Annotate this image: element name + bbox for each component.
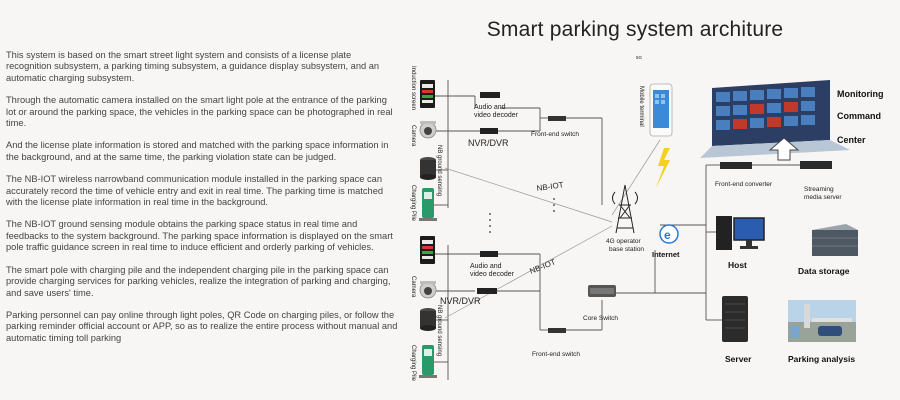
5g-label: 5G bbox=[636, 55, 643, 60]
front-end-switch-label: Front-end switch bbox=[532, 351, 580, 358]
streaming-server-label-line2: media server bbox=[804, 194, 842, 201]
core-switch-icon bbox=[588, 285, 616, 297]
charging-pile-label: Charging Pile bbox=[410, 185, 416, 222]
nvr-label: NVR/DVR bbox=[440, 296, 481, 306]
arrow-up-icon bbox=[768, 137, 800, 161]
paragraph: Parking personnel can pay online through… bbox=[6, 309, 398, 343]
induction-screen-label: Induction screen bbox=[410, 66, 416, 110]
core-switch-label: Core Switch bbox=[583, 315, 618, 322]
connection-lines bbox=[432, 80, 800, 380]
switch-device-icon bbox=[548, 328, 566, 333]
diagram-title: Smart parking system architure bbox=[486, 18, 784, 41]
mobile-terminal-label: Mobile terminal bbox=[638, 86, 644, 127]
cell-tower-icon bbox=[612, 184, 638, 234]
ellipsis-dots bbox=[489, 198, 555, 233]
charging-pile-icon bbox=[419, 188, 437, 221]
nb-iot-label: NB-IOT bbox=[528, 257, 557, 276]
camera-label: Camera bbox=[410, 125, 416, 147]
desktop-computer-icon bbox=[716, 216, 765, 250]
paragraph: The NB-IOT wireless narrowband communica… bbox=[6, 174, 384, 208]
induction-screen-device bbox=[420, 236, 435, 264]
wireless-lines bbox=[444, 139, 661, 319]
nvr-label: NVR/DVR bbox=[468, 138, 509, 148]
monitoring-label: Monitoring bbox=[837, 89, 884, 99]
internet-label: Internet bbox=[652, 250, 680, 259]
parking-analysis-label: Parking analysis bbox=[788, 354, 855, 364]
camera-label: Camera bbox=[410, 276, 416, 298]
description-text: This system is based on the smart street… bbox=[6, 50, 398, 355]
internet-icon: e bbox=[659, 224, 679, 244]
lightning-bolt-icon bbox=[656, 148, 670, 188]
base-station-label-line1: 4G operator bbox=[606, 238, 642, 245]
parking-photo-icon bbox=[788, 300, 856, 342]
nvr-device-icon bbox=[477, 288, 497, 294]
base-station-label-line2: base station bbox=[609, 246, 644, 253]
induction-screen-device bbox=[420, 80, 435, 108]
charging-pile-label: Charging Pile bbox=[410, 345, 416, 382]
paragraph: This system is based on the smart street… bbox=[6, 50, 380, 83]
ground-sensor-icon bbox=[420, 308, 436, 331]
data-storage-label: Data storage bbox=[798, 266, 850, 276]
streaming-server-icon bbox=[800, 161, 832, 169]
camera-icon bbox=[419, 121, 437, 139]
paragraph: And the license plate information is sto… bbox=[6, 140, 389, 162]
center-label: Center bbox=[837, 135, 866, 145]
nb-iot-label: NB-IOT bbox=[536, 180, 564, 193]
nb-ground-sensing-label: NB ground sensing bbox=[436, 145, 442, 196]
svg-text:e: e bbox=[664, 228, 671, 242]
host-label: Host bbox=[728, 260, 747, 270]
mobile-phone-icon bbox=[649, 83, 673, 137]
server-rack-icon bbox=[722, 296, 748, 342]
paragraph: The smart pole with charging pile and th… bbox=[6, 264, 391, 298]
charging-pile-icon bbox=[419, 345, 437, 378]
decoder-device-icon bbox=[480, 251, 498, 257]
storage-array-icon bbox=[812, 224, 858, 256]
paragraph: The NB-IOT ground sensing module obtains… bbox=[6, 219, 393, 253]
nvr-device-icon bbox=[480, 128, 498, 134]
command-label: Command bbox=[837, 111, 881, 121]
camera-icon bbox=[419, 281, 437, 299]
paragraph: Through the automatic camera installed o… bbox=[6, 95, 393, 129]
streaming-server-label-line1: Streaming bbox=[804, 186, 834, 193]
ground-sensor-icon bbox=[420, 157, 436, 180]
converter-device-icon bbox=[720, 162, 752, 169]
nb-ground-sensing-label: NB ground sensing bbox=[436, 305, 442, 356]
front-end-switch-label: Front-end switch bbox=[531, 131, 579, 138]
decoder-device-icon bbox=[480, 92, 500, 98]
front-end-converter-label: Front-end converter bbox=[715, 181, 773, 188]
switch-device-icon bbox=[548, 116, 566, 121]
server-label: Server bbox=[725, 354, 752, 364]
